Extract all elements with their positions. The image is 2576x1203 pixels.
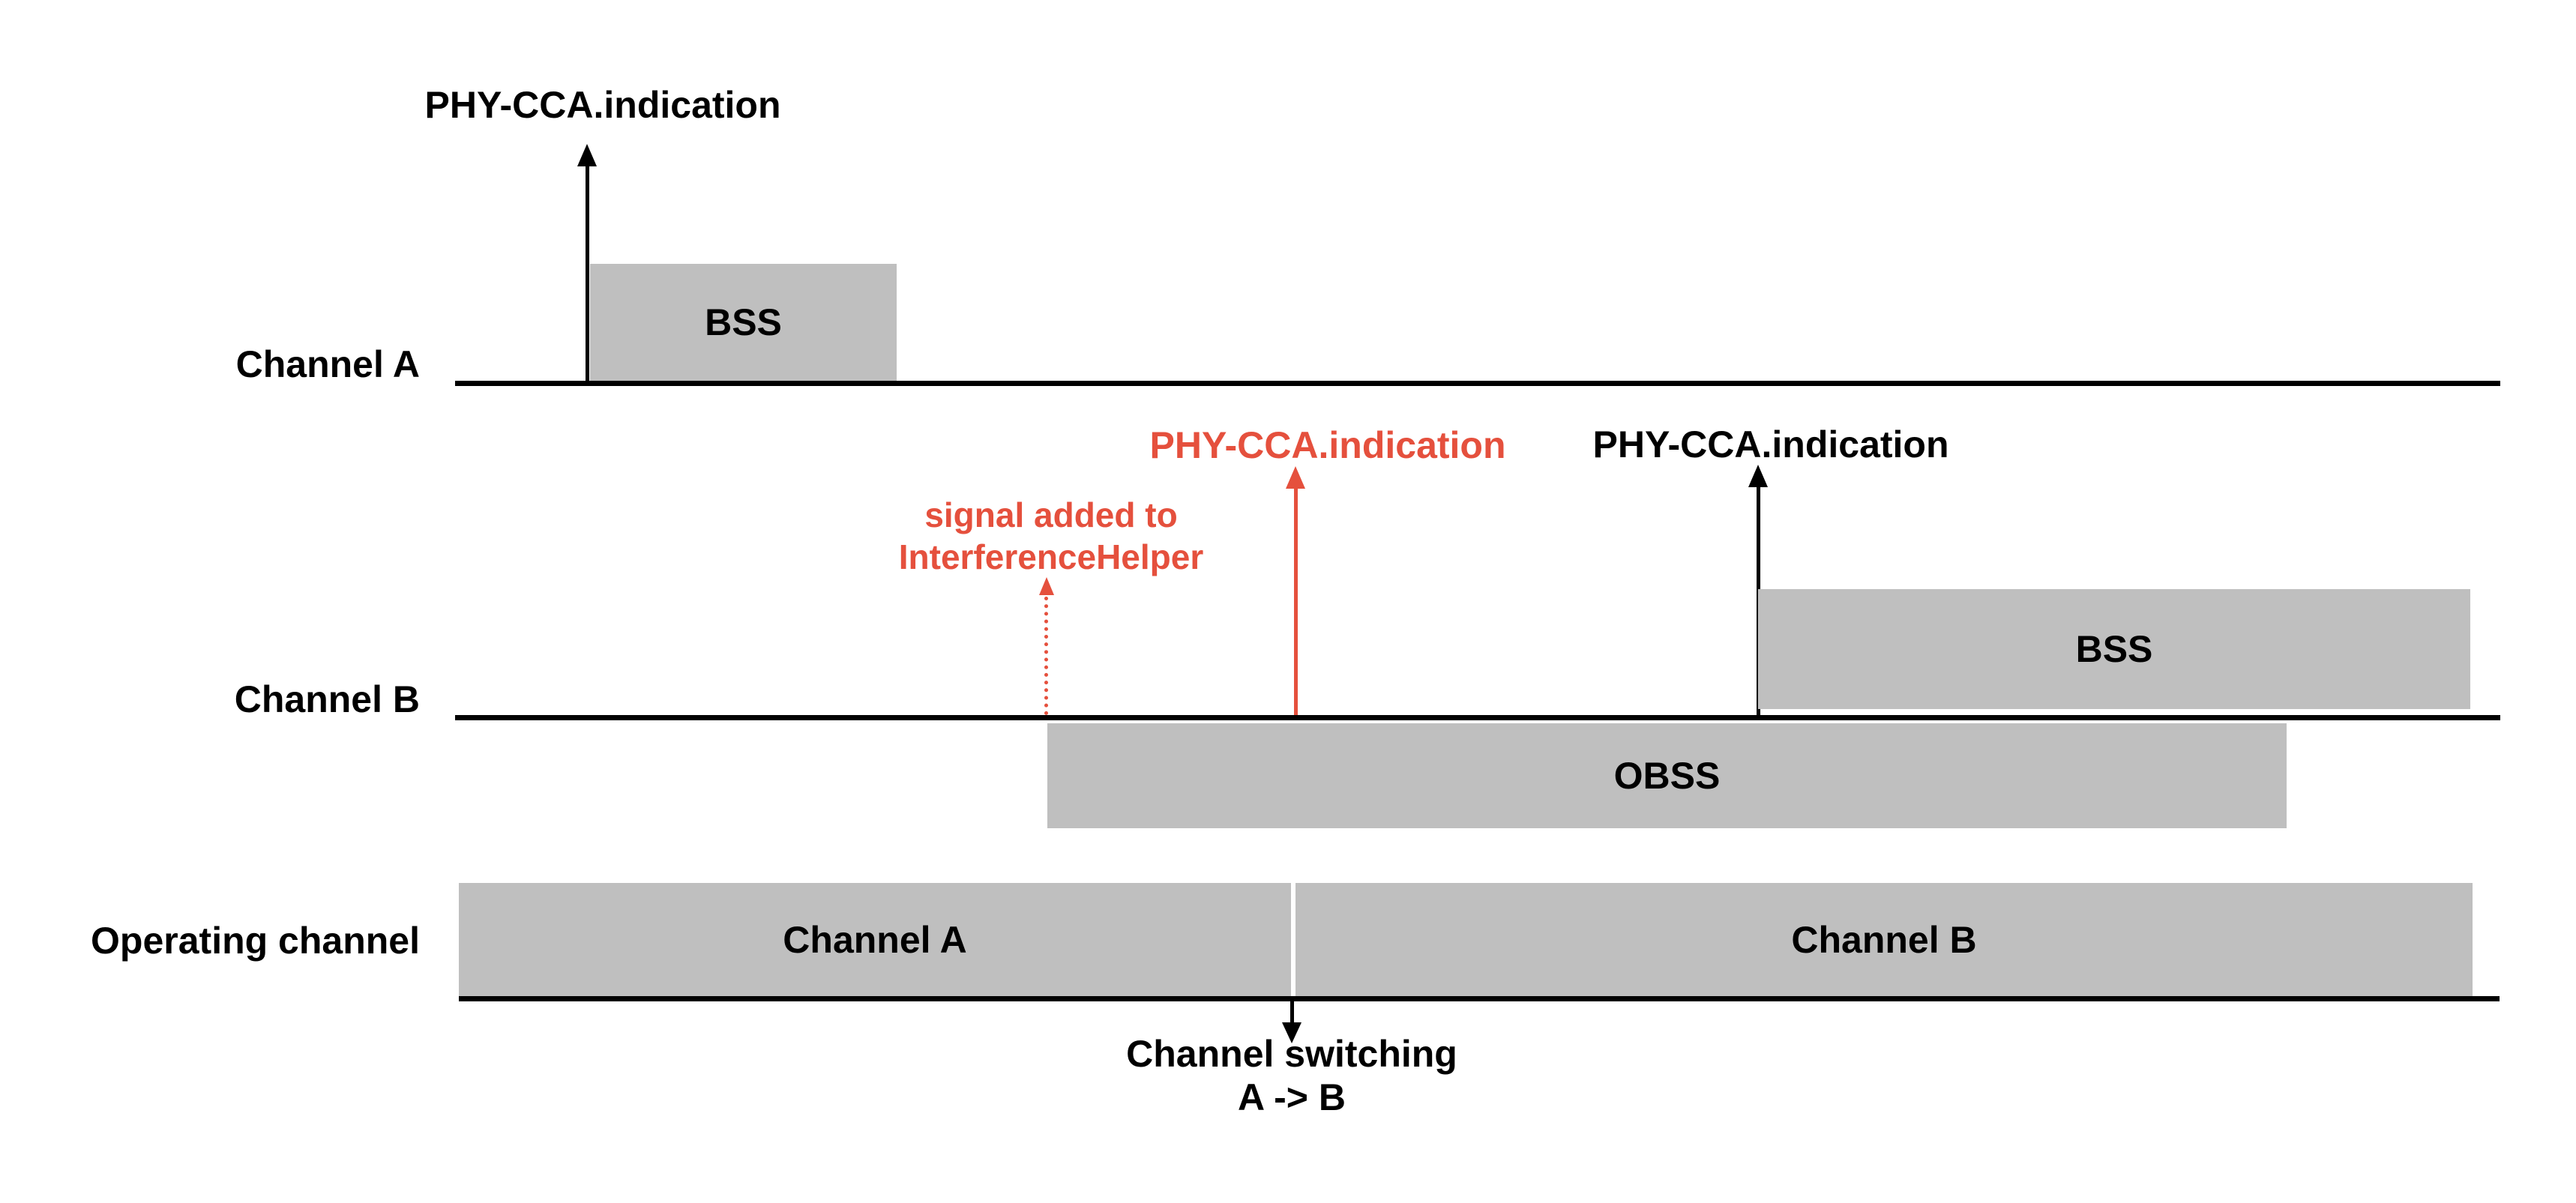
arrow-up-icon bbox=[1039, 577, 1054, 595]
channel-a-timeline bbox=[455, 381, 2500, 386]
arrow-up-icon bbox=[1286, 466, 1305, 489]
obss-box-channel-b: OBSS bbox=[1047, 723, 2287, 828]
arrow-shaft bbox=[586, 165, 589, 381]
phy-cca-indication-label-black-channel-b: PHY-CCA.indication bbox=[1592, 423, 1949, 465]
arrow-up-icon bbox=[577, 144, 597, 166]
channel-switching-note-line2: A -> B bbox=[1238, 1076, 1346, 1118]
operating-channel-segment-b: Channel B bbox=[1295, 883, 2473, 996]
arrow-down-icon bbox=[1282, 1022, 1301, 1043]
obss-box-label: OBSS bbox=[1613, 755, 1721, 797]
bss-box-label: BSS bbox=[705, 301, 782, 343]
operating-channel-timeline bbox=[459, 996, 2500, 1001]
signal-added-note-line1: signal added to bbox=[924, 495, 1178, 534]
dotted-arrow-shaft bbox=[1044, 597, 1048, 715]
channel-b-axis-label: Channel B bbox=[234, 678, 420, 720]
arrow-up-icon bbox=[1748, 465, 1768, 487]
bss-box-channel-b: BSS bbox=[1758, 589, 2470, 709]
arrow-shaft bbox=[1294, 487, 1298, 715]
phy-cca-indication-label-channel-a: PHY-CCA.indication bbox=[424, 84, 781, 126]
phy-cca-indication-label-red-channel-b: PHY-CCA.indication bbox=[1149, 424, 1506, 466]
operating-segment-a-label: Channel A bbox=[783, 918, 967, 961]
arrow-shaft bbox=[1290, 1001, 1294, 1025]
bss-box-channel-a: BSS bbox=[590, 264, 897, 381]
bss-box-label: BSS bbox=[2075, 628, 2153, 670]
operating-channel-axis-label: Operating channel bbox=[91, 920, 420, 962]
operating-channel-segment-a: Channel A bbox=[459, 883, 1291, 996]
channel-b-timeline bbox=[455, 715, 2500, 720]
operating-segment-b-label: Channel B bbox=[1791, 918, 1977, 961]
channel-a-axis-label: Channel A bbox=[235, 343, 420, 385]
signal-added-note-line2: InterferenceHelper bbox=[898, 537, 1204, 576]
channel-switching-note-line1: Channel switching bbox=[1126, 1033, 1457, 1075]
